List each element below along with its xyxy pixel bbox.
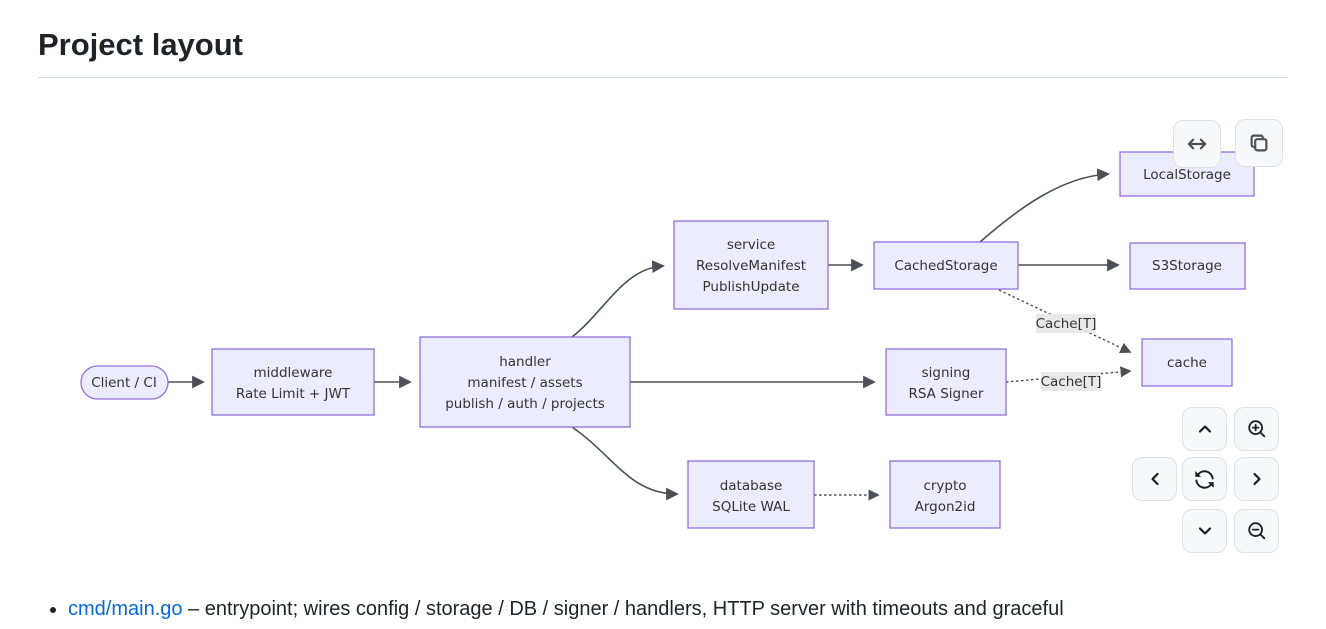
zoom-in-icon	[1247, 420, 1265, 438]
node-database-label: database	[720, 478, 783, 494]
zoom-in-button[interactable]	[1234, 407, 1279, 451]
edge-cachedstorage-localstorage	[979, 168, 1110, 243]
zoom-out-icon	[1247, 522, 1265, 540]
edge-handler-database	[571, 426, 679, 501]
node-s3storage: S3Storage	[1129, 242, 1246, 290]
node-handler-label: handler	[499, 354, 551, 370]
node-cache: cache	[1141, 338, 1233, 387]
edge-label-cache-t-2: Cache[T]	[1041, 372, 1102, 391]
node-localstorage-label: LocalStorage	[1143, 167, 1231, 183]
reset-view-button[interactable]	[1182, 457, 1227, 501]
node-database-label: SQLite WAL	[712, 499, 790, 515]
chevron-right-icon	[1252, 472, 1261, 486]
node-crypto-label: Argon2id	[915, 499, 976, 515]
node-s3storage-label: S3Storage	[1152, 258, 1222, 274]
edge-label-bg	[1036, 314, 1096, 333]
node-service-box	[673, 220, 829, 310]
node-client-box	[80, 365, 169, 400]
node-handler-label: manifest / assets	[467, 375, 582, 391]
pan-left-button[interactable]	[1132, 457, 1177, 501]
node-s3storage-box	[1129, 242, 1246, 290]
edge-handler-service	[571, 260, 665, 338]
node-signing-label: RSA Signer	[908, 386, 983, 402]
node-middleware-box	[211, 348, 375, 416]
notes-section: cmd/main.go – entrypoint; wires config /…	[38, 594, 1290, 625]
node-cache-label: cache	[1167, 355, 1207, 371]
list-item-text: – entrypoint; wires config / storage / D…	[182, 598, 1064, 620]
node-crypto-box	[889, 460, 1001, 529]
node-handler: handler manifest / assets publish / auth…	[419, 336, 631, 428]
notes-list: cmd/main.go – entrypoint; wires config /…	[38, 594, 1290, 625]
list-item: cmd/main.go – entrypoint; wires config /…	[68, 594, 1290, 625]
node-crypto-label: crypto	[923, 478, 966, 494]
node-service-label: ResolveManifest	[696, 258, 806, 274]
node-middleware-label: Rate Limit + JWT	[236, 386, 351, 402]
node-service-label: service	[727, 237, 775, 253]
chevron-left-icon	[1150, 472, 1159, 486]
node-database: database SQLite WAL	[687, 460, 815, 529]
chevron-down-icon	[1198, 527, 1211, 535]
expand-horizontal-icon	[1187, 138, 1207, 150]
main-go-link[interactable]: cmd/main.go	[68, 598, 183, 620]
edge-label-text: Cache[T]	[1041, 374, 1102, 390]
pan-up-button[interactable]	[1182, 407, 1227, 451]
edge-label-cache-t-1: Cache[T]	[1036, 314, 1097, 333]
diagram-canvas[interactable]: Cache[T] Cache[T] Client / CI middleware…	[0, 95, 1326, 565]
edge-label-text: Cache[T]	[1036, 316, 1097, 332]
node-database-box	[687, 460, 815, 529]
edge-label-bg	[1041, 372, 1101, 391]
reset-sync-icon	[1195, 469, 1214, 489]
copy-icon	[1250, 134, 1268, 152]
node-middleware: middleware Rate Limit + JWT	[211, 348, 375, 416]
node-service: service ResolveManifest PublishUpdate	[673, 220, 829, 310]
node-handler-label: publish / auth / projects	[445, 396, 605, 412]
node-cachedstorage: CachedStorage	[873, 241, 1019, 290]
zoom-out-button[interactable]	[1234, 509, 1279, 553]
node-crypto: crypto Argon2id	[889, 460, 1001, 529]
header: Project layout	[0, 0, 1326, 78]
diagram-edges	[168, 168, 1132, 501]
node-service-label: PublishUpdate	[702, 279, 799, 295]
node-cachedstorage-label: CachedStorage	[894, 258, 997, 274]
expand-diagram-button[interactable]	[1173, 120, 1221, 168]
node-middleware-label: middleware	[254, 365, 333, 381]
node-signing-label: signing	[922, 365, 971, 381]
node-signing: signing RSA Signer	[885, 348, 1007, 416]
pan-down-button[interactable]	[1182, 509, 1227, 553]
node-client-label: Client / CI	[91, 375, 157, 391]
chevron-up-icon	[1198, 425, 1211, 433]
node-cache-box	[1141, 338, 1233, 387]
node-signing-box	[885, 348, 1007, 416]
pan-right-button[interactable]	[1234, 457, 1279, 501]
node-cachedstorage-box	[873, 241, 1019, 290]
node-handler-box	[419, 336, 631, 428]
page-title: Project layout	[38, 26, 1288, 78]
node-client: Client / CI	[80, 365, 169, 400]
copy-diagram-button[interactable]	[1235, 119, 1283, 167]
